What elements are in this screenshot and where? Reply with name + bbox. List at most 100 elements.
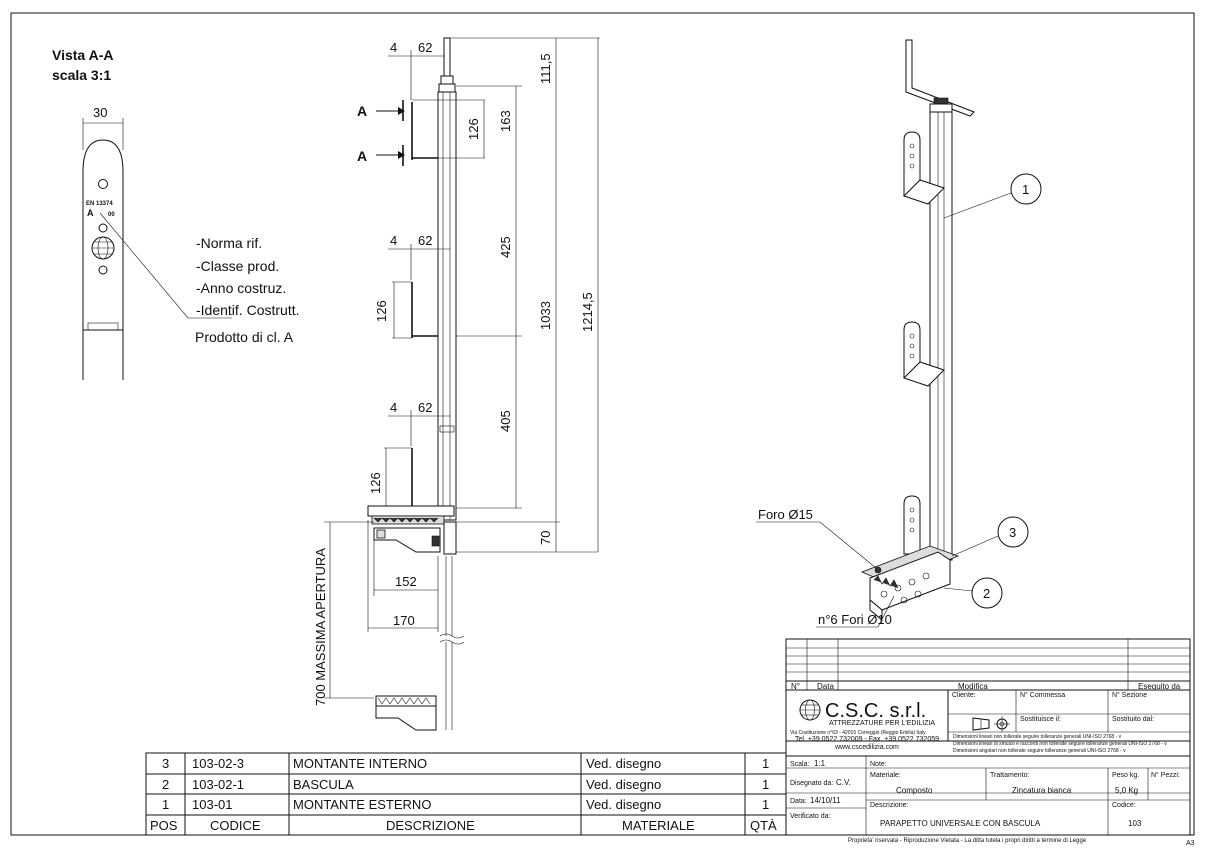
bom-qty: 1 (762, 797, 769, 812)
view-scale: scala 3:1 (52, 67, 111, 83)
sheet-format: A3 (1186, 840, 1195, 847)
replaced-by-label: Sostituito dal: (1112, 716, 1154, 723)
dim-label-4: 4 (390, 233, 397, 248)
bom-description: MONTANTE ESTERNO (293, 797, 431, 812)
drawn-by-label: Disegnato da: (790, 780, 833, 787)
bom-code: 103-02-1 (192, 777, 244, 792)
company-phone: Tel. +39 0522 732009 - Fax. +39 0522 732… (795, 736, 939, 743)
bom-material: Ved. disegno (586, 777, 661, 792)
isometric-view: Foro Ø15 n°6 Fori Ø10 1 3 2 (756, 39, 1042, 628)
bom-description: BASCULA (293, 777, 354, 792)
dim-label-111-5: 111,5 (538, 53, 553, 84)
bom-header-code: CODICE (210, 818, 261, 833)
scale-label: Scala: (790, 761, 810, 768)
balloon-1-label: 1 (1022, 182, 1029, 197)
view-a-a: Vista A-A scala 3:1 30 EN 13374 A 00 (52, 47, 232, 380)
dim-label-152: 152 (395, 574, 417, 589)
dim-label-62: 62 (418, 40, 432, 55)
bom-description: MONTANTE INTERNO (293, 756, 427, 771)
rev-change-header: Modifica (958, 682, 988, 691)
bom-qty: 1 (762, 777, 769, 792)
rev-no-header: N° (791, 682, 800, 691)
tolerance-note-1: Dimensioni lineari non tollerate seguire… (953, 734, 1122, 740)
bom-row: 2 103-02-1 BASCULA Ved. disegno 1 (162, 777, 769, 792)
section-mark-a-bottom: A (357, 148, 367, 164)
callout-fori-10: n°6 Fori Ø10 (818, 612, 892, 627)
drawn-by-value: C.V. (836, 778, 851, 787)
plate-hole-top (98, 179, 108, 189)
rev-by-header: Eseguito da (1138, 682, 1181, 691)
balloon-2-label: 2 (983, 586, 990, 601)
plate-hole-mid (98, 223, 108, 233)
iso-top-handle (905, 39, 975, 117)
iso-bracket (903, 321, 945, 387)
tolerance-note-3: Dimensioni angolari non tollerate seguir… (953, 748, 1126, 754)
plate-outline (82, 139, 124, 380)
view-width-dim-label: 30 (93, 105, 107, 120)
company-website: www.cscedilizia.com (834, 744, 899, 751)
bom-pos: 1 (162, 797, 169, 812)
description-label: Descrizione: (870, 802, 909, 809)
dim-label-163: 163 (498, 110, 513, 132)
iso-bracket (903, 131, 945, 205)
treatment-label: Trattamento: (990, 772, 1029, 779)
client-label: Cliente: (952, 692, 976, 699)
dim-label-126: 126 (374, 300, 389, 322)
section-label: N° Sezione (1112, 691, 1147, 699)
dim-label-70: 70 (538, 531, 553, 545)
date-value: 14/10/11 (810, 796, 841, 805)
weight-label: Peso kg. (1112, 772, 1139, 779)
dim-label-425: 425 (498, 236, 513, 258)
company-subtitle: ATTREZZATURE PER L'EDILIZIA (829, 720, 935, 727)
dim-label-1214-5: 1214,5 (580, 292, 595, 332)
plate-year-text: 00 (108, 212, 115, 218)
bill-of-materials: 3 103-02-3 MONTANTE INTERNO Ved. disegno… (145, 752, 787, 836)
code-value: 103 (1128, 819, 1142, 828)
bom-header-pos: POS (150, 818, 178, 833)
side-elevation: 4 62 A A 126 163 (313, 37, 600, 731)
note-label: Note: (870, 761, 887, 768)
legend-item: -Identif. Costrutt. (196, 302, 299, 318)
main-tube (437, 91, 457, 521)
globe-logo-icon (91, 236, 115, 260)
legend-item: -Classe prod. (196, 258, 279, 274)
bom-qty: 1 (762, 756, 769, 771)
marking-legend: -Norma rif. -Classe prod. -Anno costruz.… (195, 235, 299, 345)
order-label: N° Commessa (1020, 691, 1065, 699)
replaces-label: Sostituisce il: (1020, 716, 1061, 723)
dim-label-62: 62 (418, 400, 432, 415)
bom-row: 3 103-02-3 MONTANTE INTERNO Ved. disegno… (162, 756, 769, 771)
title-block: N° Data Modifica Eseguito da C.S.C. s.r.… (785, 638, 1195, 847)
bascula-top-plate (367, 505, 455, 517)
section-mark-a-top: A (357, 103, 367, 119)
balloon-1 (1010, 173, 1042, 205)
material-label: Materiale: (870, 772, 901, 779)
treatment-value: Zincatura bianca (1012, 786, 1072, 795)
projection-symbol-icon (972, 716, 1010, 732)
date-label: Data: (790, 798, 807, 805)
checked-by-label: Verificato da: (790, 813, 831, 820)
bom-code: 103-02-3 (192, 756, 244, 771)
legend-product: Prodotto di cl. A (195, 329, 294, 345)
code-label: Codice: (1112, 802, 1136, 809)
tolerance-note-2: Dimensioni lineari di smussi e raccordi … (953, 741, 1167, 747)
description-value: PARAPETTO UNIVERSALE CON BASCULA (880, 819, 1041, 828)
plate-norm-text: EN 13374 (86, 201, 113, 207)
legend-item: -Anno costruz. (196, 280, 286, 296)
dim-label-4: 4 (390, 40, 397, 55)
company-address: Via Costituzione n°63 - 42015 Correggio … (790, 730, 926, 736)
scale-value: 1:1 (814, 759, 826, 768)
dim-label-4: 4 (390, 400, 397, 415)
bom-header: POS CODICE DESCRIZIONE MATERIALE QTÀ (150, 818, 777, 833)
bom-header-material: MATERIALE (622, 818, 695, 833)
dim-label-700-max-opening: 700 MASSIMA APERTURA (313, 548, 328, 706)
pieces-label: N° Pezzi: (1151, 771, 1180, 779)
iso-bascula (860, 545, 960, 622)
bom-pos: 3 (162, 756, 169, 771)
material-value: Composto (896, 786, 933, 795)
dim-label-62: 62 (418, 233, 432, 248)
bom-row: 1 103-01 MONTANTE ESTERNO Ved. disegno 1 (162, 797, 769, 812)
bom-material: Ved. disegno (586, 756, 661, 771)
plate-class-text: A (87, 208, 94, 218)
